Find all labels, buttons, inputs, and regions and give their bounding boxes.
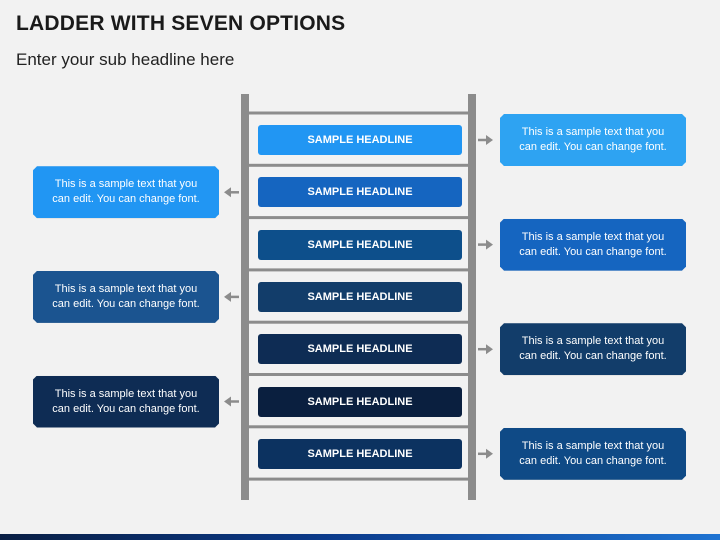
rung-headline-3: SAMPLE HEADLINE xyxy=(258,229,462,260)
callout-right-1: This is a sample text that you can edit.… xyxy=(500,114,686,166)
page-title: LADDER WITH SEVEN OPTIONS xyxy=(16,12,346,35)
rung-headline-2: SAMPLE HEADLINE xyxy=(258,177,462,208)
arrow-left-head-icon xyxy=(224,291,231,302)
arrow-right-head-icon xyxy=(486,135,493,145)
ladder-rail-right xyxy=(468,94,476,500)
rung-headline-4: SAMPLE HEADLINE xyxy=(258,281,462,312)
arrow-right-head-icon xyxy=(486,448,493,459)
page-subtitle: Enter your sub headline here xyxy=(16,50,235,69)
ladder-crossbar xyxy=(245,163,472,167)
callout-text: This is a sample text that you can edit.… xyxy=(52,387,200,415)
rung-headline-7: SAMPLE HEADLINE xyxy=(258,438,462,469)
bottom-accent-bar xyxy=(0,534,720,540)
callout-text: This is a sample text that you can edit.… xyxy=(519,439,667,467)
callout-left-4: This is a sample text that you can edit.… xyxy=(33,271,219,323)
rung-headline-5: SAMPLE HEADLINE xyxy=(258,334,462,365)
ladder-crossbar xyxy=(245,268,472,272)
arrow-right-head-icon xyxy=(486,239,493,250)
ladder-crossbar xyxy=(245,111,472,115)
rung-headline-1: SAMPLE HEADLINE xyxy=(258,125,462,155)
callout-text: This is a sample text that you can edit.… xyxy=(519,230,667,258)
callout-text: This is a sample text that you can edit.… xyxy=(519,335,667,363)
ladder-crossbar xyxy=(245,373,472,376)
callout-left-6: This is a sample text that you can edit.… xyxy=(33,376,219,428)
ladder-crossbar xyxy=(245,477,472,481)
callout-right-7: This is a sample text that you can edit.… xyxy=(500,428,686,480)
ladder-crossbar xyxy=(245,425,472,429)
callout-left-2: This is a sample text that you can edit.… xyxy=(33,166,219,218)
callout-text: This is a sample text that you can edit.… xyxy=(519,126,667,153)
ladder-crossbar xyxy=(245,320,472,324)
callout-right-3: This is a sample text that you can edit.… xyxy=(500,219,686,271)
callout-right-5: This is a sample text that you can edit.… xyxy=(500,323,686,375)
arrow-left-head-icon xyxy=(224,396,231,407)
ladder-crossbar xyxy=(245,216,472,220)
callout-text: This is a sample text that you can edit.… xyxy=(52,178,200,206)
rung-headline-6: SAMPLE HEADLINE xyxy=(258,386,462,417)
arrow-right-head-icon xyxy=(486,344,493,355)
ladder-rail-left xyxy=(241,94,249,500)
callout-text: This is a sample text that you can edit.… xyxy=(52,282,200,310)
arrow-left-head-icon xyxy=(224,187,231,198)
